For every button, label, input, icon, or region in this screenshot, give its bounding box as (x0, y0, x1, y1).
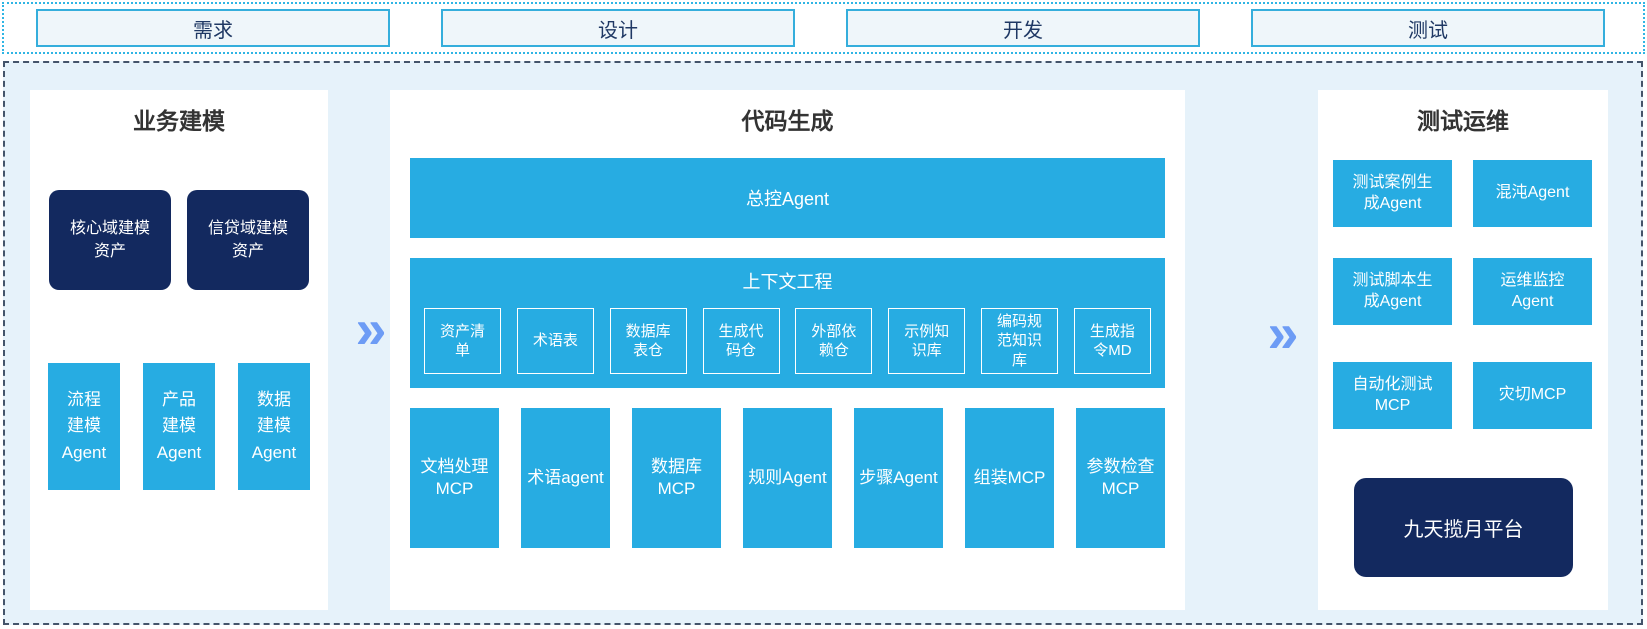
product-modeling-agent-box: 产品 建模 Agent (143, 363, 215, 490)
code-generation-title: 代码生成 (741, 108, 834, 134)
ops-monitor-agent-box: 运维监控 Agent (1473, 258, 1592, 325)
context-engineering-title: 上下文工程 (742, 272, 833, 292)
business-modeling-title: 业务建模 (133, 108, 225, 134)
core-domain-asset-box: 核心域建模 资产 (49, 190, 171, 290)
jiutian-platform-box: 九天揽月平台 (1354, 478, 1573, 577)
credit-domain-asset-box: 信贷域建模 资产 (187, 190, 309, 290)
assembly-mcp-box: 组装MCP (965, 408, 1054, 548)
context-engineering-block: 上下文工程 资产清 单 术语表 数据库 表仓 生成代 码仓 外部依 赖仓 示例知… (410, 258, 1165, 388)
step-agent-box: 步骤Agent (854, 408, 943, 548)
context-item-db-table-repo: 数据库 表仓 (609, 308, 687, 374)
phase-box-development: 开发 (846, 9, 1200, 47)
phase-box-design: 设计 (441, 9, 795, 47)
database-mcp-box: 数据库 MCP (632, 408, 721, 548)
modeling-agent-row: 流程 建模 Agent 产品 建模 Agent 数据 建模 Agent (30, 363, 328, 490)
context-item-external-deps-repo: 外部依 赖仓 (795, 308, 873, 374)
modeling-asset-row: 核心域建模 资产 信贷域建模 资产 (30, 190, 328, 290)
param-check-mcp-box: 参数检查 MCP (1076, 408, 1165, 548)
code-generation-panel: 代码生成 总控Agent 上下文工程 资产清 单 术语表 数据库 表仓 生成代 … (390, 90, 1185, 610)
phase-strip: 需求 设计 开发 测试 (2, 2, 1645, 54)
business-modeling-panel: 业务建模 核心域建模 资产 信贷域建模 资产 流程 建模 Agent 产品 建模… (30, 90, 328, 610)
phase-box-requirements: 需求 (36, 9, 390, 47)
glossary-agent-box: 术语agent (521, 408, 610, 548)
test-case-gen-agent-box: 测试案例生 成Agent (1333, 160, 1452, 227)
auto-test-mcp-box: 自动化测试 MCP (1333, 362, 1452, 429)
main-container: 业务建模 核心域建模 资产 信贷域建模 资产 流程 建模 Agent 产品 建模… (3, 61, 1643, 625)
chevron-right-icon: » (355, 297, 387, 360)
test-ops-panel: 测试运维 测试案例生 成Agent 混沌Agent 测试脚本生 成Agent 运… (1318, 90, 1608, 610)
codegen-tools-row: 文档处理 MCP 术语agent 数据库 MCP 规则Agent 步骤Agent… (410, 408, 1165, 548)
master-agent-bar: 总控Agent (410, 158, 1165, 238)
chaos-agent-box: 混沌Agent (1473, 160, 1592, 227)
context-item-asset-list: 资产清 单 (424, 308, 501, 374)
context-item-gen-instruction-md: 生成指 令MD (1073, 308, 1151, 374)
test-script-gen-agent-box: 测试脚本生 成Agent (1333, 258, 1452, 325)
context-item-example-kb: 示例知 识库 (888, 308, 966, 374)
phase-box-testing: 测试 (1251, 9, 1605, 47)
context-item-row: 资产清 单 术语表 数据库 表仓 生成代 码仓 外部依 赖仓 示例知 识库 编码… (424, 308, 1151, 374)
rule-agent-box: 规则Agent (743, 408, 832, 548)
context-item-glossary: 术语表 (516, 308, 594, 374)
process-modeling-agent-box: 流程 建模 Agent (48, 363, 120, 490)
context-item-coding-standards-kb: 编码规 范知识 库 (981, 308, 1059, 374)
doc-processing-mcp-box: 文档处理 MCP (410, 408, 499, 548)
disaster-switch-mcp-box: 灾切MCP (1473, 362, 1592, 429)
data-modeling-agent-box: 数据 建模 Agent (238, 363, 310, 490)
test-ops-title: 测试运维 (1417, 108, 1509, 134)
chevron-right-icon: » (1267, 301, 1299, 364)
context-item-generated-code-repo: 生成代 码仓 (702, 308, 780, 374)
